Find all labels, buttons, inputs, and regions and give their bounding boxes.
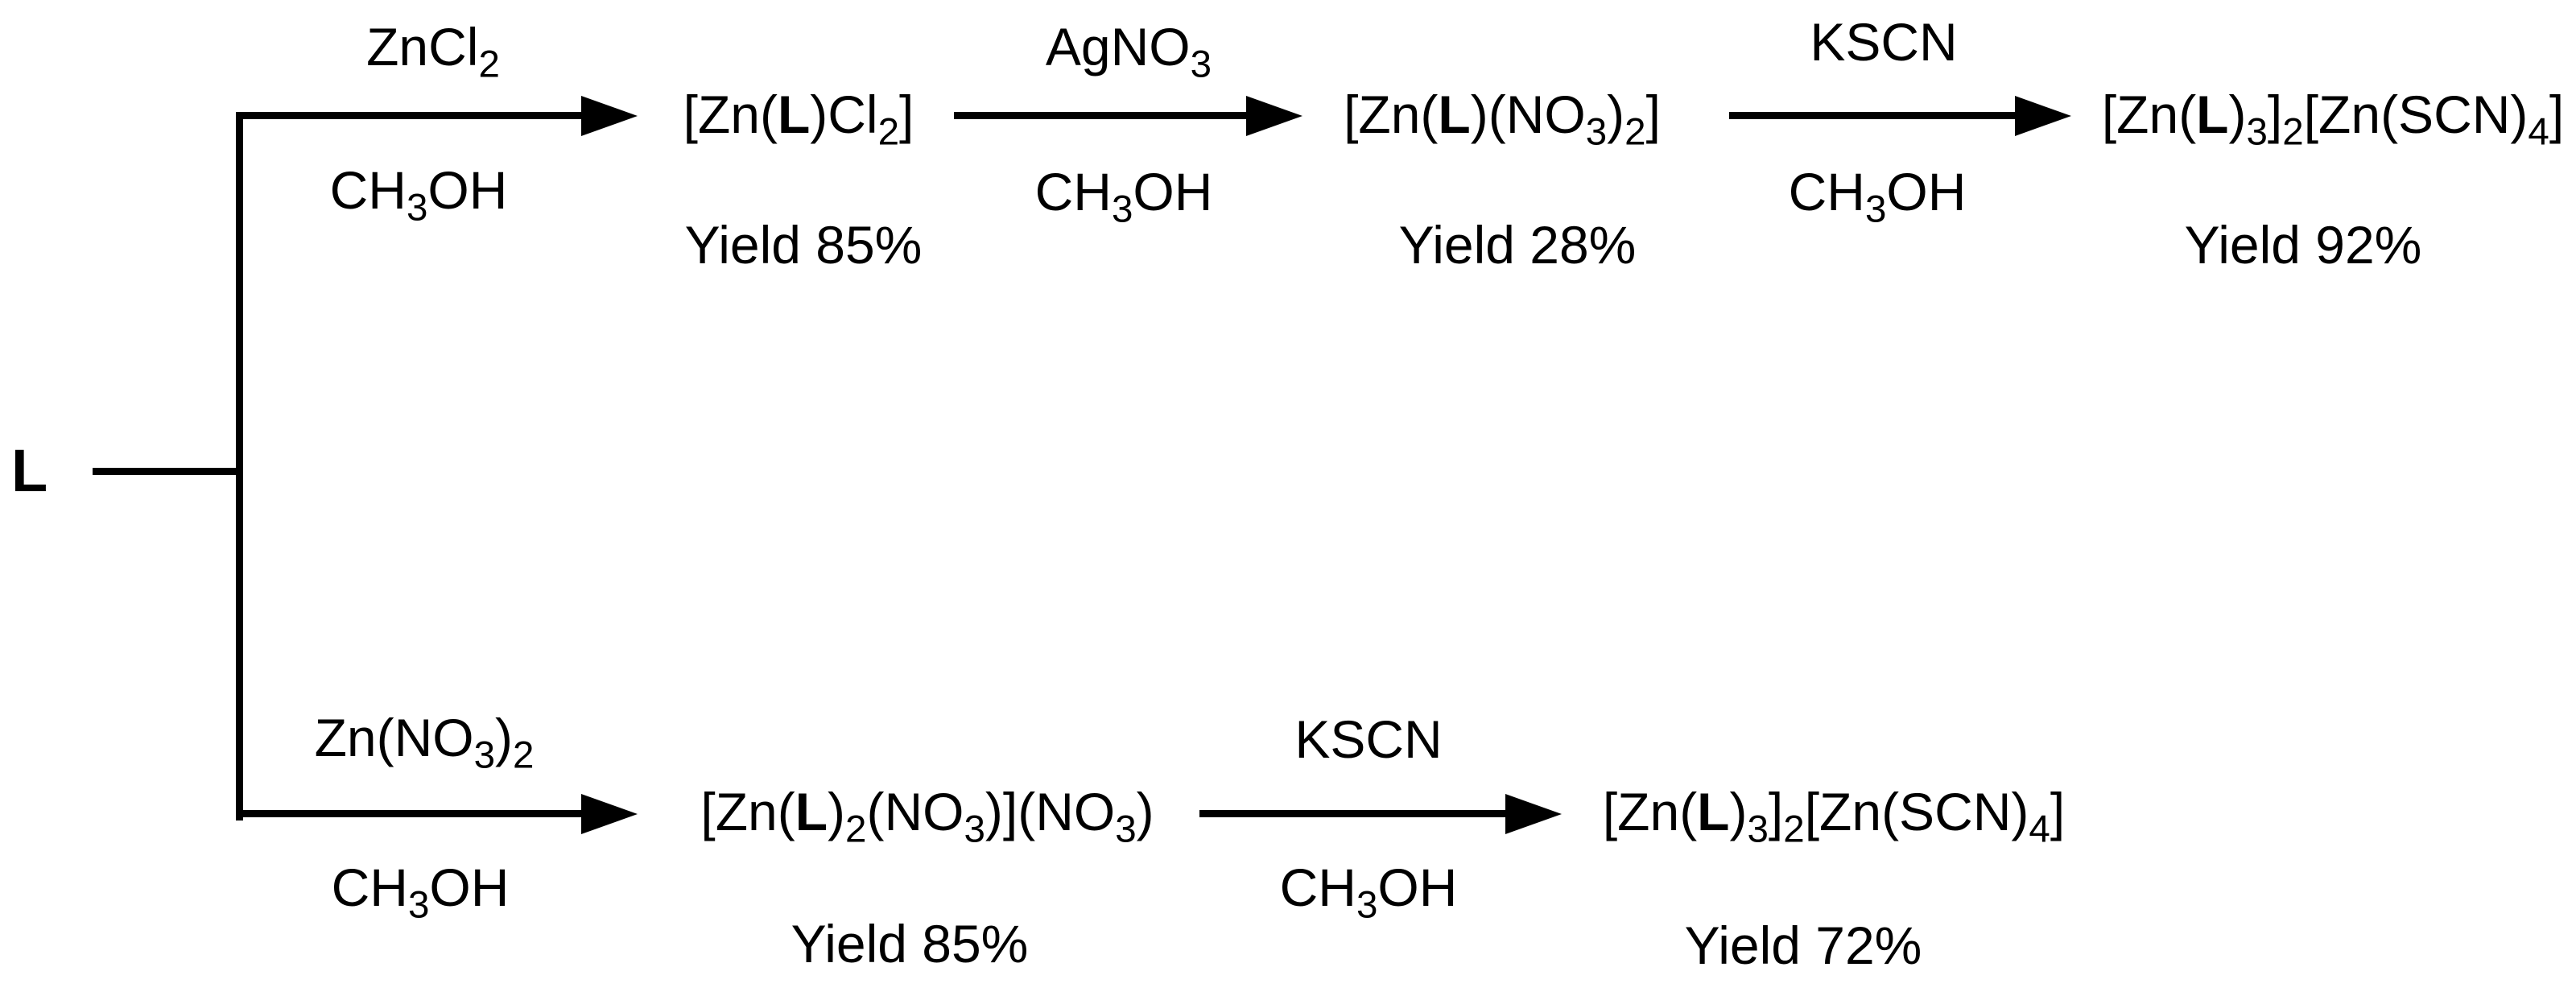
reaction-arrow-bottom-step1-head [581,794,638,834]
reaction-arrow-bottom-step2-shaft [1199,810,1505,817]
reaction-arrow-top-step3-shaft [1729,112,2015,119]
yield-label-bottom-step1: Yield 85% [791,914,1029,973]
product-formula-znlno32: [Zn(L)(NO3)2] [1344,85,1661,154]
product-formula-znlcl2: [Zn(L)Cl2] [683,85,914,154]
reagent-label-agno3: AgNO3 [1045,17,1212,86]
yield-label-top-step2: Yield 28% [1398,215,1637,275]
branch-vertical-line [236,112,243,820]
solvent-label-ch3oh-bottom2: CH3OH [1279,858,1458,927]
branch-connector-line [93,468,237,475]
reagent-label-zncl2: ZnCl2 [366,17,500,86]
reaction-arrow-top-step1-head [581,96,638,136]
reagent-label-kscn-bottom: KSCN [1294,709,1443,769]
yield-label-top-step3: Yield 92% [2184,215,2422,275]
solvent-label-ch3oh-bottom1: CH3OH [331,858,510,927]
reaction-arrow-bottom-step2-head [1505,794,1562,834]
reaction-arrow-top-step3-head [2015,96,2071,136]
reaction-arrow-top-step2-head [1246,96,1302,136]
solvent-label-ch3oh-top1: CH3OH [329,160,508,229]
product-formula-znl32znscn4-bottom: [Zn(L)3]2[Zn(SCN)4] [1602,782,2066,851]
reaction-arrow-top-step1-shaft [236,112,582,119]
ligand-start-label: L [11,437,48,504]
yield-label-top-step1: Yield 85% [684,215,923,275]
reagent-label-kscn-top: KSCN [1810,12,1958,72]
product-formula-znl32znscn4-top: [Zn(L)3]2[Zn(SCN)4] [2101,85,2565,154]
yield-label-bottom-step2: Yield 72% [1684,916,1922,975]
solvent-label-ch3oh-top2: CH3OH [1034,162,1213,231]
reaction-arrow-top-step2-shaft [954,112,1246,119]
product-formula-znl2no3no3: [Zn(L)2(NO3)](NO3) [700,782,1154,851]
reaction-arrow-bottom-step1-shaft [236,810,582,817]
solvent-label-ch3oh-top3: CH3OH [1788,162,1967,231]
reagent-label-znno32: Zn(NO3)2 [314,708,535,777]
